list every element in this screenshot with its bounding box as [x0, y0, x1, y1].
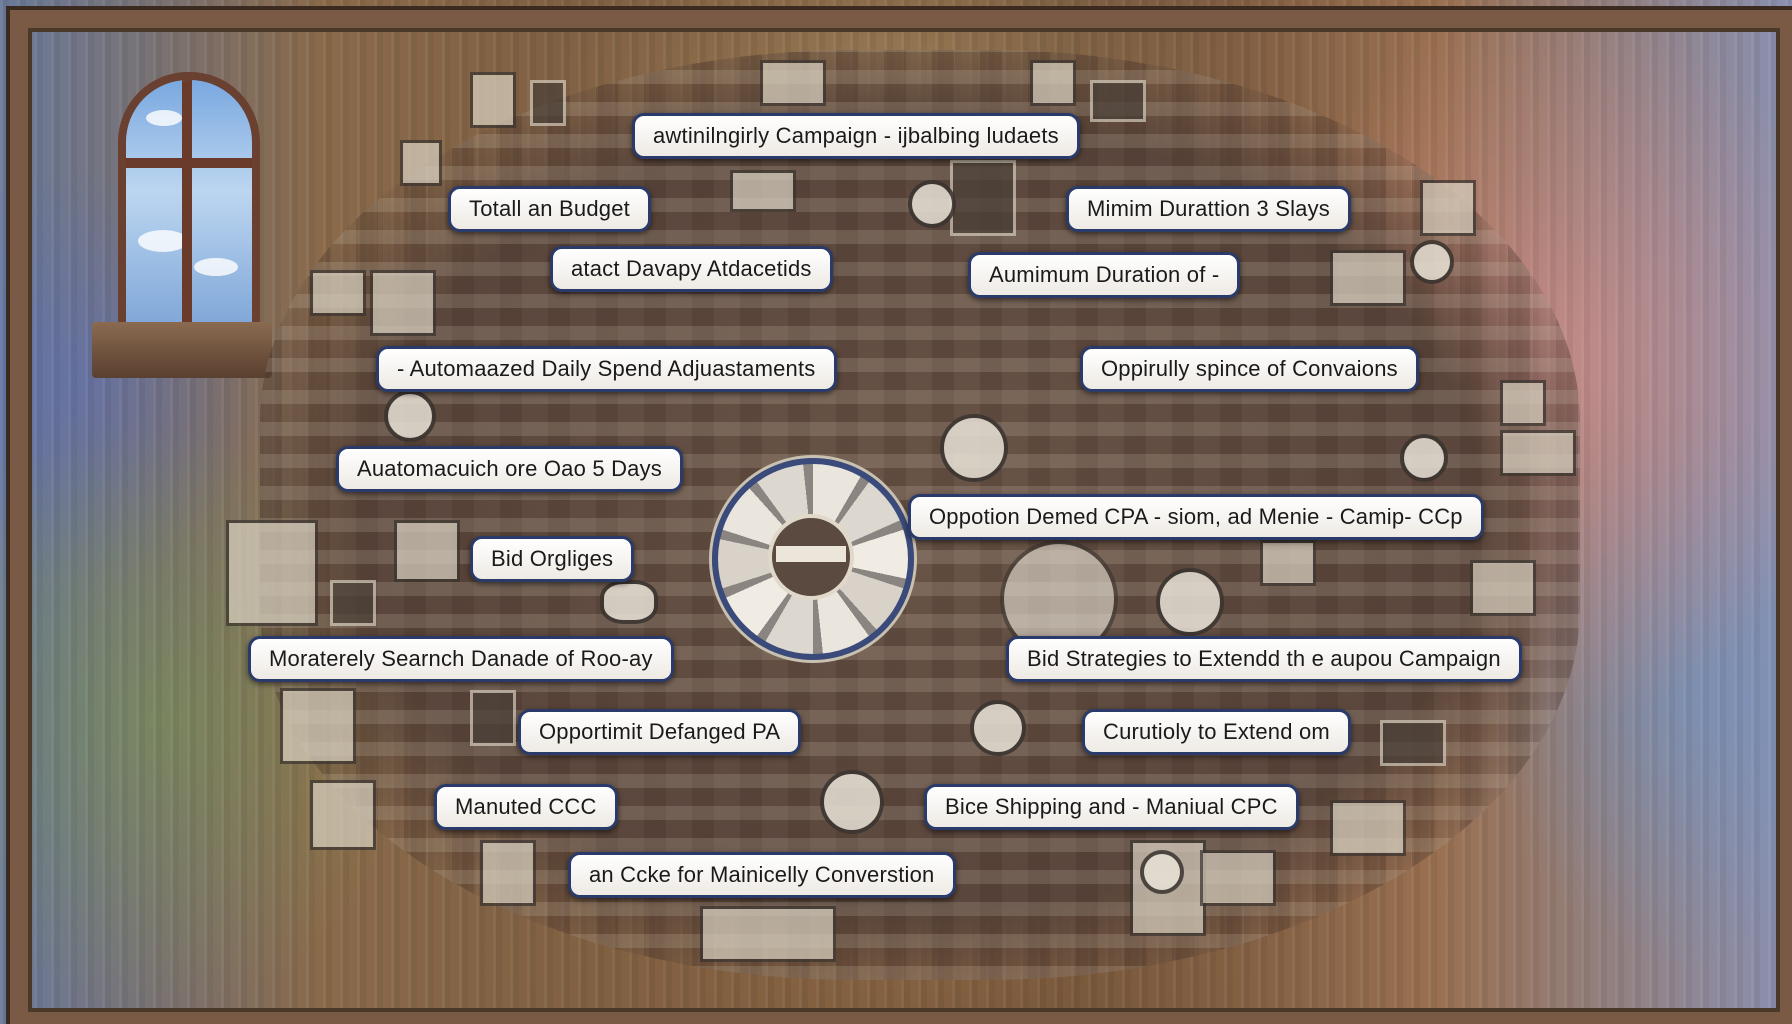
collage-tile: [1330, 800, 1406, 856]
search-icon: [1156, 568, 1224, 636]
label-conversation: an Ccke for Mainicelly Converstion: [568, 852, 956, 898]
label-cpa-option: Oppotion Demed CPA - siom, ad Menie - Ca…: [908, 494, 1484, 540]
window: [118, 72, 260, 336]
toggle-icon: [600, 580, 658, 624]
collage-tile: [760, 60, 826, 106]
label-total-budget: Totall an Budget: [448, 186, 651, 232]
label-extend-campaign: Bid Strategies to Extendd th e aupou Cam…: [1006, 636, 1522, 682]
picture-frame: [10, 10, 1792, 1024]
collage-tile: [700, 906, 836, 962]
collage-tile: [1200, 850, 1276, 906]
label-daily-adjustments: atact Davapy Atdacetids: [550, 246, 833, 292]
badge-icon: [384, 390, 436, 442]
label-bid-strategies: Bid Orgliges: [470, 536, 635, 582]
collage-tile: [470, 690, 516, 746]
collage-tile: [310, 270, 366, 316]
collage-tile: [280, 688, 356, 764]
collage-tile: [1420, 180, 1476, 236]
label-manual-ccc: Manuted CCC: [434, 784, 618, 830]
collage-tile: [1470, 560, 1536, 616]
target-icon: [940, 414, 1008, 482]
collage-tile: [400, 140, 442, 186]
label-campaign-budgets: awtinilngirly Campaign - ijbalbing ludae…: [632, 113, 1080, 159]
collage-tile: [480, 840, 536, 906]
window-sill: [92, 322, 272, 378]
collage-tile: [1500, 430, 1576, 476]
label-maximum-duration: Aumimum Duration of -: [968, 252, 1241, 298]
cloud: [138, 230, 188, 252]
label-minimum-duration: Mimim Durattion 3 Slays: [1066, 186, 1351, 232]
wheel-hub: [768, 514, 854, 600]
window-mullion: [182, 80, 192, 328]
collage-tile: [226, 520, 318, 626]
badge-icon: [1140, 850, 1184, 894]
collage-tile: [1030, 60, 1076, 106]
window-transom: [126, 158, 252, 168]
collage-tile: [1260, 540, 1316, 586]
collage-tile: [330, 580, 376, 626]
collage-tile: [370, 270, 436, 336]
collage-tile: [1090, 80, 1146, 122]
badge-icon: [820, 770, 884, 834]
collage-tile: [1380, 720, 1446, 766]
collage-tile: [470, 72, 516, 128]
wheel-hub-label: [776, 546, 846, 562]
cloud: [194, 258, 238, 276]
collage-tile: [950, 160, 1016, 236]
label-manual-cpc: Bice Shipping and - Maniual CPC: [924, 784, 1299, 830]
badge-icon: [1400, 434, 1448, 482]
label-search-demand: Moraterely Searnch Danade of Roo-ay: [248, 636, 674, 682]
collage-tile: [530, 80, 566, 126]
cloud: [146, 110, 182, 126]
gear-icon: [1410, 240, 1454, 284]
camera-icon: [970, 700, 1026, 756]
label-automation-days: Auatomacuich ore Oao 5 Days: [336, 446, 683, 492]
collage-tile: [310, 780, 376, 850]
badge-icon: [908, 180, 956, 228]
label-opportunity-cpa: Opportimit Defanged PA: [518, 709, 802, 755]
label-automated-daily-spend: - Automaazed Daily Spend Adjuastaments: [376, 346, 837, 392]
collage-tile: [394, 520, 460, 582]
collage-tile: [730, 170, 796, 212]
collage-tile: [1330, 250, 1406, 306]
label-extend: Curutioly to Extend om: [1082, 709, 1351, 755]
pie-wheel-icon: [712, 458, 914, 660]
collage-tile: [1500, 380, 1546, 426]
label-conversions: Oppirully spince of Convaions: [1080, 346, 1419, 392]
